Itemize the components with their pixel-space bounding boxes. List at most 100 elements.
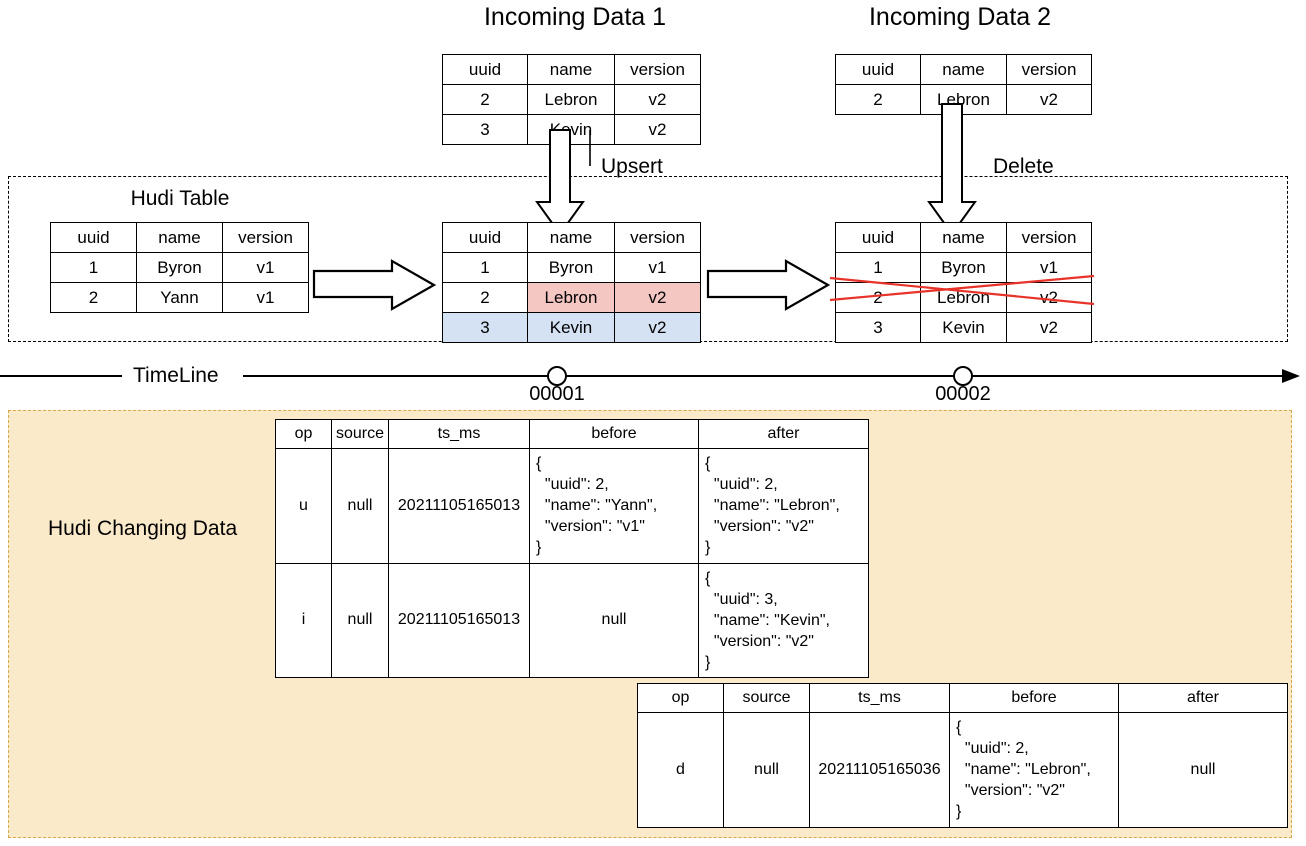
col-source: source	[331, 419, 389, 449]
cell-version: v2	[614, 312, 701, 343]
delete-label: Delete	[993, 155, 1054, 178]
row-deleted-cross-icon	[829, 274, 1095, 306]
col-uuid: uuid	[835, 222, 921, 253]
col-name: name	[527, 54, 615, 85]
cell-version: v1	[222, 282, 309, 313]
cell-name: Byron	[136, 252, 223, 283]
cell-after: { "uuid": 3, "name": "Kevin", "version":…	[698, 562, 869, 679]
upsert-connector	[535, 129, 591, 236]
timeline-tick-00002: 00002	[935, 383, 991, 405]
col-after: after	[1118, 683, 1288, 713]
table-row: 1 Byron v1	[50, 252, 309, 283]
cell-version: v2	[614, 282, 701, 313]
col-name: name	[527, 222, 615, 253]
incoming-data-1-title: Incoming Data 1	[483, 3, 667, 31]
timeline-tick-00001: 00001	[529, 383, 585, 405]
hudi-after-delete-table-wrap: uuid name version 1 Byron v1 2 Lebron v2…	[835, 222, 1092, 343]
table-row: u null 20211105165013 { "uuid": 2, "name…	[275, 448, 869, 564]
cell-ts-ms: 20211105165036	[809, 712, 950, 828]
hudi-changing-data-label: Hudi Changing Data	[48, 517, 238, 540]
cell-ts-ms: 20211105165013	[388, 448, 530, 564]
incoming-data-1-table: uuid name version 2 Lebron v2 3 Kevin v2	[442, 54, 701, 145]
cell-version: v2	[1006, 312, 1092, 343]
cdc-table-1: op source ts_ms before after u null 2021…	[275, 419, 869, 679]
cell-name: Lebron	[920, 84, 1007, 115]
cell-name: Yann	[136, 282, 223, 313]
table-header-row: uuid name version	[50, 222, 309, 253]
cell-uuid: 1	[442, 252, 528, 283]
delete-flow-arrow-icon	[706, 259, 831, 311]
table-row: 2 Lebron v2	[442, 84, 701, 115]
col-uuid: uuid	[835, 54, 921, 85]
col-after: after	[698, 419, 869, 449]
cdc-table-1-wrap: op source ts_ms before after u null 2021…	[275, 419, 869, 679]
hudi-before-table: uuid name version 1 Byron v1 2 Yann v1	[50, 222, 309, 313]
cell-op: d	[637, 712, 724, 828]
col-op: op	[637, 683, 724, 713]
col-uuid: uuid	[442, 222, 528, 253]
cell-uuid: 2	[50, 282, 137, 313]
table-row: 3 Kevin v2	[442, 114, 701, 145]
delete-connector	[927, 103, 977, 236]
col-name: name	[920, 54, 1007, 85]
cell-ts-ms: 20211105165013	[388, 562, 530, 679]
hudi-after-upsert-table: uuid name version 1 Byron v1 2 Lebron v2…	[442, 222, 701, 343]
cell-uuid: 2	[442, 282, 528, 313]
col-before: before	[529, 419, 699, 449]
cell-uuid: 3	[442, 312, 528, 343]
col-uuid: uuid	[442, 54, 528, 85]
table-row-deleted: 2 Lebron v2	[835, 282, 1092, 313]
col-op: op	[275, 419, 332, 449]
cell-version: v2	[614, 114, 701, 145]
col-version: version	[614, 222, 701, 253]
table-row: i null 20211105165013 null { "uuid": 3, …	[275, 562, 869, 679]
col-ts-ms: ts_ms	[388, 419, 530, 449]
table-row: 2 Yann v1	[50, 282, 309, 313]
table-header-row: op source ts_ms before after	[275, 419, 869, 449]
hudi-before-table-wrap: uuid name version 1 Byron v1 2 Yann v1	[50, 222, 309, 313]
col-ts-ms: ts_ms	[809, 683, 950, 713]
cell-after: null	[1118, 712, 1288, 828]
cell-before: { "uuid": 2, "name": "Lebron", "version"…	[949, 712, 1119, 828]
cell-name: Kevin	[527, 312, 615, 343]
cell-version: v1	[614, 252, 701, 283]
col-name: name	[136, 222, 223, 253]
cell-name: Lebron	[527, 282, 615, 313]
col-version: version	[222, 222, 309, 253]
table-row: d null 20211105165036 { "uuid": 2, "name…	[637, 712, 1288, 828]
timeline-label: TimeLine	[133, 364, 219, 387]
cell-source: null	[331, 562, 389, 679]
incoming-data-2-table-wrap: uuid name version 2 Lebron v2	[835, 54, 1092, 115]
incoming-data-2-title: Incoming Data 2	[868, 3, 1052, 31]
cell-source: null	[723, 712, 810, 828]
col-name: name	[920, 222, 1007, 253]
table-row-inserted: 3 Kevin v2	[442, 312, 701, 343]
hudi-after-delete-table: uuid name version 1 Byron v1 2 Lebron v2…	[835, 222, 1092, 343]
col-version: version	[614, 54, 701, 85]
cell-name: Kevin	[527, 114, 615, 145]
table-header-row: uuid name version	[835, 54, 1092, 85]
cell-after: { "uuid": 2, "name": "Lebron", "version"…	[698, 448, 869, 564]
cell-name: Byron	[527, 252, 615, 283]
cell-uuid: 3	[835, 312, 921, 343]
cell-version: v1	[222, 252, 309, 283]
cell-source: null	[331, 448, 389, 564]
cell-uuid: 3	[442, 114, 528, 145]
col-version: version	[1006, 222, 1092, 253]
cell-op: i	[275, 562, 332, 679]
table-header-row: uuid name version	[442, 54, 701, 85]
table-row-updated: 2 Lebron v2	[442, 282, 701, 313]
upsert-flow-arrow-icon	[312, 259, 437, 311]
incoming-data-2-table: uuid name version 2 Lebron v2	[835, 54, 1092, 115]
cell-name: Kevin	[920, 312, 1007, 343]
cell-uuid: 2	[835, 84, 921, 115]
col-version: version	[1006, 54, 1092, 85]
cell-uuid: 2	[835, 282, 921, 313]
table-row: 3 Kevin v2	[835, 312, 1092, 343]
col-uuid: uuid	[50, 222, 137, 253]
table-row: 2 Lebron v2	[835, 84, 1092, 115]
cdc-table-2-wrap: op source ts_ms before after d null 2021…	[637, 683, 1288, 828]
upsert-label: Upsert	[601, 155, 663, 178]
hudi-after-upsert-table-wrap: uuid name version 1 Byron v1 2 Lebron v2…	[442, 222, 701, 343]
